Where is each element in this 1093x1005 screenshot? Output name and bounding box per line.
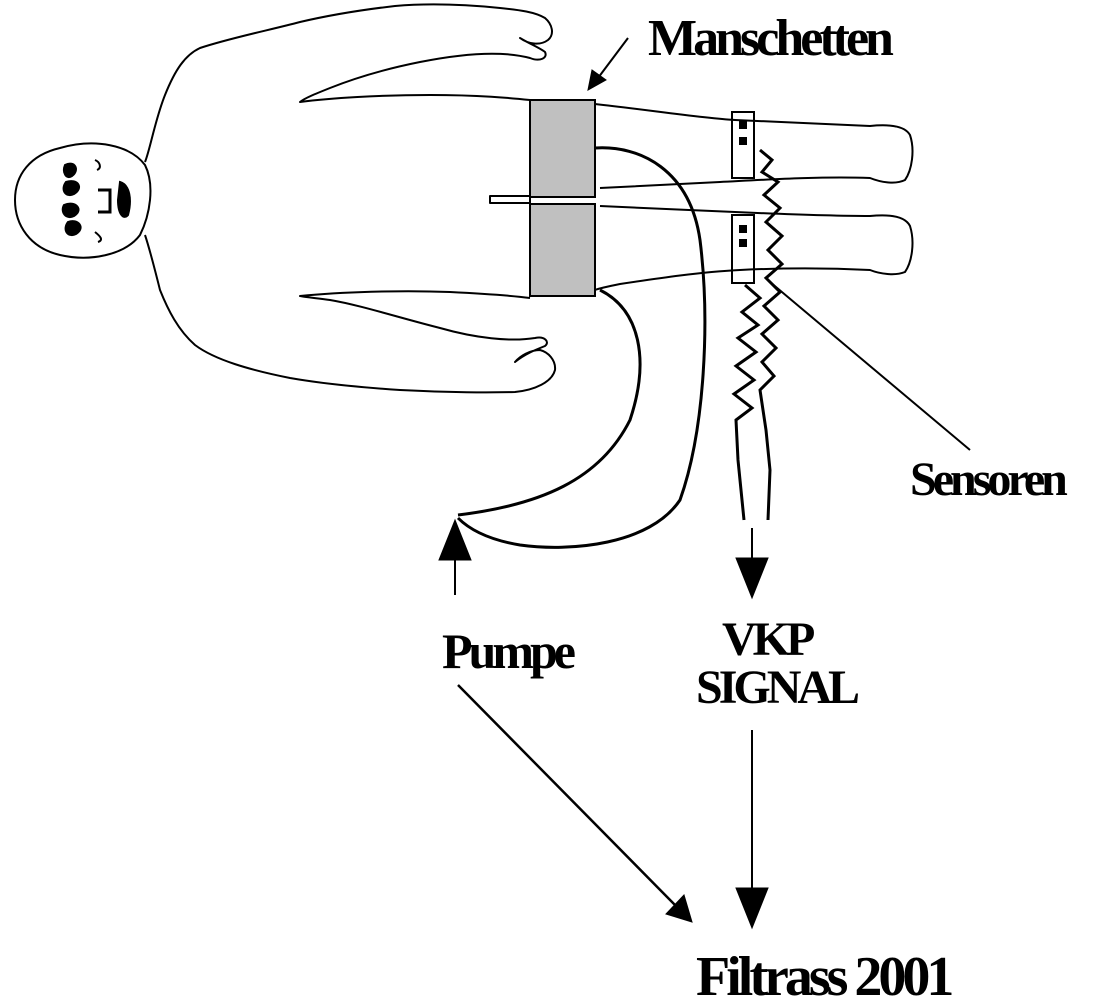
face-features (63, 160, 130, 242)
cuffs (530, 100, 595, 296)
upper-arm-outline (145, 5, 552, 162)
signal-to-device-head (736, 888, 768, 928)
label-cuffs: Manschetten (648, 10, 894, 67)
arrows (439, 38, 970, 928)
tube-inner (458, 290, 640, 515)
label-signal-line1: VKP (722, 613, 814, 666)
label-sensors: Sensoren (910, 453, 1067, 506)
upper-cuff (530, 100, 595, 197)
crotch-bar (490, 196, 530, 203)
lower-arm-outline (145, 235, 555, 392)
label-device: Filtrass 2001 (696, 946, 952, 1005)
label-signal-line2: SIGNAL (696, 661, 858, 714)
cuffs-pointer-head (588, 70, 606, 90)
label-pump: Pumpe (442, 623, 575, 679)
cuffs-pointer-line (598, 38, 628, 78)
sensors-pointer-line (770, 282, 970, 450)
pump-to-device-line (458, 685, 675, 905)
sensors (732, 112, 754, 283)
lower-cuff (530, 204, 595, 296)
signal-arrow-head (736, 558, 768, 598)
sensor-wires (734, 150, 782, 520)
